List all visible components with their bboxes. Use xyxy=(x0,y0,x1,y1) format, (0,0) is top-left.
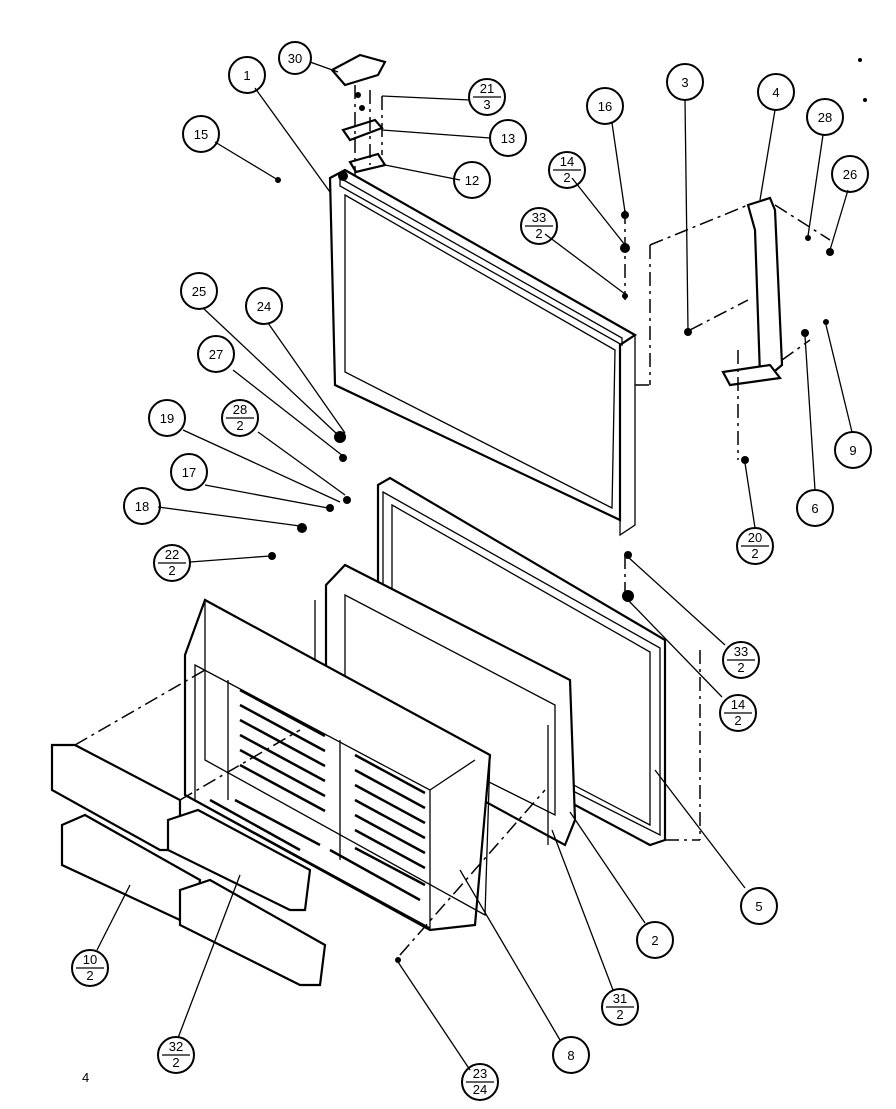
svg-text:2: 2 xyxy=(751,546,758,561)
svg-text:18: 18 xyxy=(135,499,149,514)
callout-6: 6 xyxy=(796,489,834,527)
svg-text:15: 15 xyxy=(194,127,208,142)
svg-text:31: 31 xyxy=(613,991,627,1006)
callout-28-2: 282 xyxy=(221,399,259,437)
svg-text:5: 5 xyxy=(755,899,762,914)
svg-text:28: 28 xyxy=(233,402,247,417)
callout-1: 1 xyxy=(228,56,266,94)
door-bins xyxy=(50,669,327,987)
hardware-fasteners xyxy=(268,58,867,963)
callout-21-3: 213 xyxy=(468,78,506,116)
callout-33-2-lower: 332 xyxy=(722,641,760,679)
page-number: 4 xyxy=(82,1070,89,1085)
svg-text:2: 2 xyxy=(86,968,93,983)
callout-13: 13 xyxy=(489,119,527,157)
svg-text:32: 32 xyxy=(169,1039,183,1054)
svg-text:3: 3 xyxy=(483,97,490,112)
callout-12: 12 xyxy=(453,161,491,199)
svg-text:2: 2 xyxy=(616,1007,623,1022)
callout-14-2-upper: 142 xyxy=(548,151,586,189)
svg-text:2: 2 xyxy=(535,226,542,241)
svg-text:24: 24 xyxy=(257,299,271,314)
svg-text:2: 2 xyxy=(563,170,570,185)
callout-15: 15 xyxy=(182,115,220,153)
callout-32-2: 322 xyxy=(157,1036,195,1074)
hinge-bracket xyxy=(624,196,831,600)
svg-text:17: 17 xyxy=(182,465,196,480)
door-frame xyxy=(328,168,638,537)
svg-text:2: 2 xyxy=(168,563,175,578)
svg-text:19: 19 xyxy=(160,411,174,426)
svg-text:14: 14 xyxy=(731,697,745,712)
svg-text:2: 2 xyxy=(734,713,741,728)
svg-text:21: 21 xyxy=(480,81,494,96)
svg-text:10: 10 xyxy=(83,952,97,967)
callout-20-2: 202 xyxy=(736,527,774,565)
svg-text:6: 6 xyxy=(811,501,818,516)
callout-9: 9 xyxy=(834,431,872,469)
svg-text:2: 2 xyxy=(236,418,243,433)
svg-text:26: 26 xyxy=(843,167,857,182)
callout-30: 30 xyxy=(278,41,312,75)
callout-25: 25 xyxy=(180,272,218,310)
callout-19: 19 xyxy=(148,399,186,437)
svg-text:2: 2 xyxy=(651,933,658,948)
svg-text:12: 12 xyxy=(465,173,479,188)
callout-4: 4 xyxy=(757,73,795,111)
svg-text:24: 24 xyxy=(473,1082,487,1097)
svg-text:4: 4 xyxy=(772,85,779,100)
callout-17: 17 xyxy=(170,453,208,491)
callout-26: 26 xyxy=(831,155,869,193)
svg-text:1: 1 xyxy=(243,68,250,83)
callout-14-2-lower: 142 xyxy=(719,694,757,732)
svg-text:23: 23 xyxy=(473,1066,487,1081)
callout-2: 2 xyxy=(636,921,674,959)
svg-text:25: 25 xyxy=(192,284,206,299)
callout-24: 24 xyxy=(245,287,283,325)
svg-text:2: 2 xyxy=(737,660,744,675)
svg-text:9: 9 xyxy=(849,443,856,458)
svg-text:16: 16 xyxy=(598,99,612,114)
callout-3: 3 xyxy=(666,63,704,101)
top-hinge-assembly xyxy=(330,53,387,175)
svg-text:33: 33 xyxy=(734,644,748,659)
svg-text:33: 33 xyxy=(532,210,546,225)
svg-text:13: 13 xyxy=(501,131,515,146)
svg-text:8: 8 xyxy=(567,1048,574,1063)
front-basket-frame xyxy=(183,598,546,956)
svg-text:3: 3 xyxy=(681,75,688,90)
callout-27: 27 xyxy=(197,335,235,373)
callout-16: 16 xyxy=(586,87,624,125)
svg-text:2: 2 xyxy=(172,1055,179,1070)
callout-18: 18 xyxy=(123,487,161,525)
svg-text:14: 14 xyxy=(560,154,574,169)
callout-8: 8 xyxy=(552,1036,590,1074)
svg-text:27: 27 xyxy=(209,347,223,362)
callout-5: 5 xyxy=(740,887,778,925)
svg-text:20: 20 xyxy=(748,530,762,545)
callout-28: 28 xyxy=(806,98,844,136)
leader-lines xyxy=(96,61,853,1071)
svg-text:22: 22 xyxy=(165,547,179,562)
callout-10-2: 102 xyxy=(71,949,109,987)
callout-22-2: 222 xyxy=(153,544,191,582)
svg-text:30: 30 xyxy=(288,51,302,66)
callout-31-2: 312 xyxy=(601,988,639,1026)
callout-33-2-upper: 332 xyxy=(520,207,558,245)
svg-text:28: 28 xyxy=(818,110,832,125)
